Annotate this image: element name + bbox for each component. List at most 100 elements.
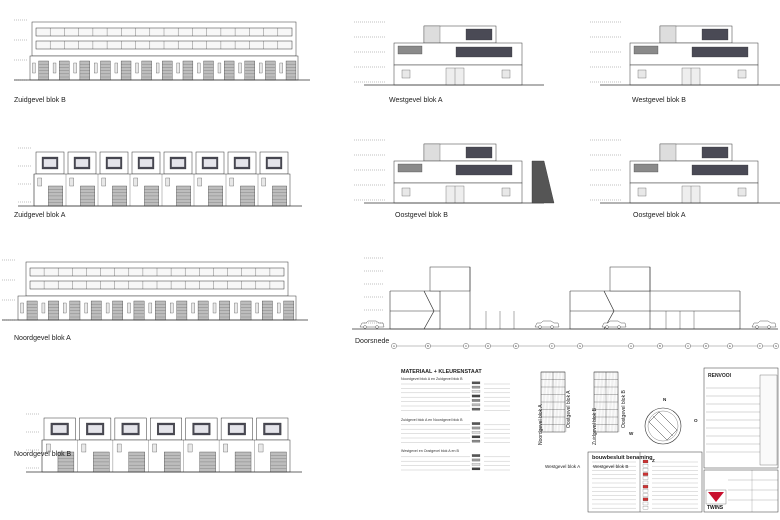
materials-swatch [471, 467, 481, 471]
noord-b-small-window [187, 443, 193, 453]
siteplan-hatch [596, 371, 599, 433]
materials-swatch [471, 385, 481, 389]
view-title-doorsnede: Doorsnede [355, 338, 390, 345]
oost-b-top-panel [423, 143, 441, 162]
oost-b-top-window [465, 146, 493, 159]
materials-swatch [471, 399, 481, 402]
zuid-a-garage-door [240, 185, 255, 207]
siteplan-hatch [542, 371, 545, 433]
noord-b-unit-window-inner [229, 424, 245, 434]
doorsnede-axis-marker-label: A [630, 344, 632, 348]
compass-north: N [663, 397, 667, 402]
siteplan-hatch [543, 371, 546, 433]
doorsnede-axis-marker-label: E [515, 344, 517, 348]
siteplan-hatch [607, 371, 611, 433]
zuid-b-small-window [32, 62, 36, 74]
stamp-checkbox [642, 480, 649, 485]
doorsnede-axis-marker [628, 343, 634, 349]
view-title-zuid-b: Zuidgevel blok B [14, 97, 66, 104]
view-title-noord-b: Noordgevel blok B [14, 451, 72, 458]
materials-swatch [471, 394, 481, 398]
siteplan-label-b-top: Oostgevel blok B [621, 390, 627, 428]
doorsnede-car [601, 320, 627, 328]
zuid-a-garage-door [176, 185, 191, 207]
materials-swatch [471, 381, 481, 385]
siteplan-hatch [616, 371, 619, 433]
doorsnede-axis-marker-label: F [759, 344, 761, 348]
doorsnede-axis-marker-label: C [687, 344, 689, 348]
siteplan-hatch [540, 371, 544, 433]
noord-a-small-window [20, 302, 24, 314]
zuid-a-unit-window-inner [75, 158, 89, 168]
doorsnede-axis-marker [513, 343, 519, 349]
noord-b-small-window [223, 443, 228, 453]
siteplan-hatch [545, 371, 548, 433]
oost-a-balcony-glass [691, 164, 749, 176]
noord-b-small-window [46, 443, 51, 453]
zuid-a-garage-door [272, 185, 287, 207]
siteplan-hatch [559, 371, 562, 433]
zuid-b-small-window [197, 62, 201, 74]
zuid-a-garage-door [80, 185, 95, 207]
siteplan-hatch [610, 371, 613, 433]
noord-a-small-window [255, 302, 259, 314]
siteplan-hatch [552, 371, 555, 433]
doorsnede-axis-marker-label: C [465, 344, 467, 348]
doorsnede-axis-marker [549, 343, 555, 349]
materials-swatch [471, 426, 481, 430]
materials-group-1: Noordgevel blok A en Zuidgevel blok B [401, 377, 463, 381]
west-a-ground-window [501, 69, 511, 79]
west-b-balcony-glass [691, 46, 749, 58]
stamp-checkbox [642, 485, 649, 489]
zuid-a-small-window [69, 177, 74, 187]
west-b-ground-window [737, 69, 747, 79]
zuid-a-unit-window-inner [43, 158, 57, 168]
noord-a-small-window [84, 302, 88, 314]
stamp-checkbox [642, 501, 649, 506]
materials-group-2: Zuidgevel blok A en Noordgevel blok B [401, 418, 463, 422]
noord-b-small-window [152, 443, 157, 453]
doorsnede-car-wheel [375, 325, 379, 329]
zuid-a-unit-window-inner [267, 158, 281, 168]
zuid-a-small-window [197, 177, 202, 187]
compass-rose [648, 411, 678, 441]
company-logo-icon [708, 492, 724, 502]
oost-a-top-panel [659, 143, 677, 162]
siteplan-hatch [546, 371, 549, 433]
zuid-b-small-window [238, 62, 242, 74]
noord-a-small-window [148, 302, 153, 314]
oost-b-ground-window [401, 187, 411, 197]
siteplan-hatch [613, 371, 616, 433]
view-title-west-a: Westgevel blok A [389, 97, 443, 104]
doorsnede-axis-marker-label: D [705, 344, 707, 348]
oost-a-ground-window [637, 187, 647, 197]
siteplan-hatch [617, 371, 620, 433]
zuid-b-small-window [114, 62, 118, 74]
west-a-mid-window [397, 45, 423, 55]
doorsnede-car-wheel [605, 325, 609, 329]
zuid-a-unit-window-inner [171, 158, 185, 168]
view-title-zuid-a: Zuidgevel blok A [14, 212, 66, 219]
doorsnede-car [534, 320, 560, 328]
doorsnede-axis-marker [485, 343, 491, 349]
zuid-b-small-window [217, 62, 222, 74]
zuid-b-small-window [279, 62, 283, 74]
siteplan-hatch [606, 371, 609, 433]
stamp-checkbox [642, 489, 649, 493]
oost-b-ground-window [501, 187, 511, 197]
doorsnede-stair [423, 290, 435, 330]
siteplan-hatch [612, 371, 615, 433]
noord-b-unit-window-inner [123, 424, 138, 434]
compass-east: O [694, 418, 698, 423]
zuid-b-small-window [156, 62, 160, 74]
materials-swatch [471, 390, 481, 393]
zuid-a-unit-window-inner [139, 158, 153, 168]
siteplan-hatch [550, 371, 553, 433]
noord-a-small-window [212, 302, 217, 314]
noord-b-unit-window-inner [194, 424, 209, 434]
doorsnede-axis-marker-label: B [659, 344, 661, 348]
noord-a-small-window [170, 302, 174, 314]
siteplan-hatch [560, 371, 563, 433]
doorsnede-axis-marker [657, 343, 663, 349]
